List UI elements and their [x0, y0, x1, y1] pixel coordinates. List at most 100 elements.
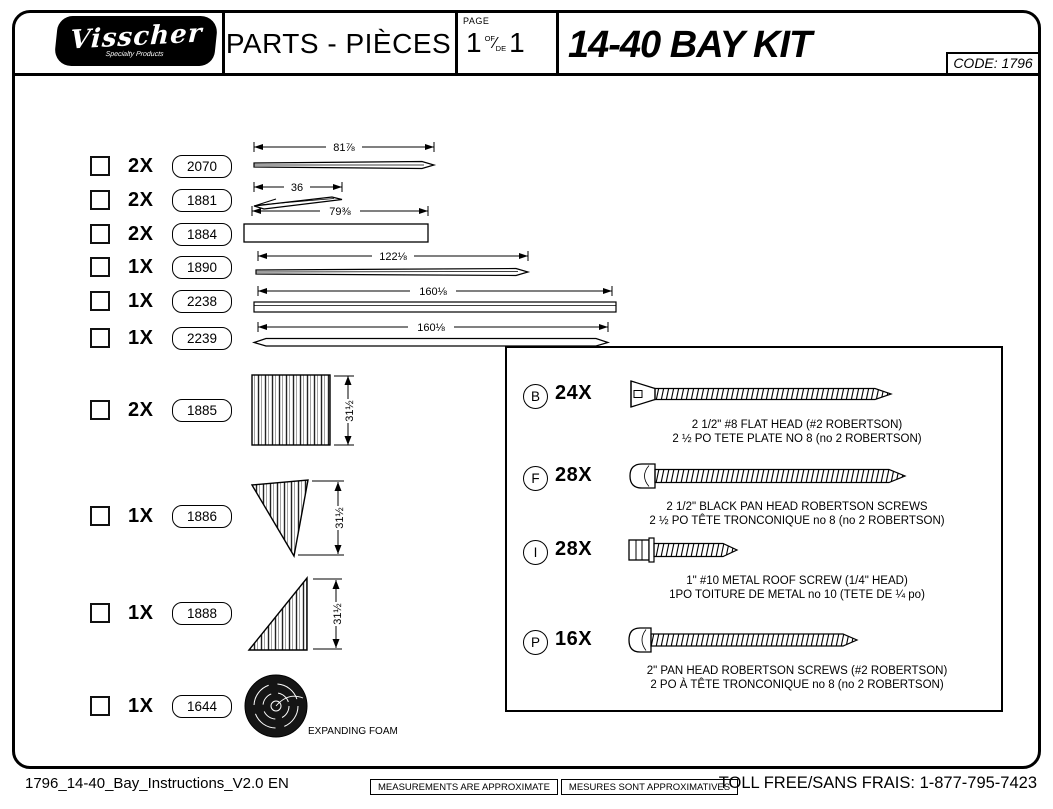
hardware-row-p: P 16X 2" PAN HEAD ROBERTSON SCREWS (#2 R… [507, 620, 1001, 720]
dim-label: 160⅛ [419, 286, 447, 298]
part-qty: 1X [128, 326, 154, 349]
document-id: 1796_14-40_Bay_Instructions_V2.0 [25, 775, 264, 792]
part-qty: 1X [128, 504, 154, 527]
hardware-letter-badge: F [523, 466, 548, 491]
part-checkbox[interactable] [90, 603, 110, 623]
part-drawing-1886: 31½ [250, 479, 346, 558]
part-row-2239: 1X 2239 [90, 326, 232, 350]
part-qty: 1X [128, 289, 154, 312]
page-de: DE [495, 43, 507, 53]
part-checkbox[interactable] [90, 400, 110, 420]
part-checkbox[interactable] [90, 506, 110, 526]
note-fr: MESURES SONT APPROXIMATIVES [560, 779, 739, 795]
hardware-desc-fr: 2 ½ PO TÊTE TRONCONIQUE no 8 (no 2 ROBER… [649, 515, 945, 527]
part-qty: 1X [128, 601, 154, 624]
part-row-1884: 2X 1884 [90, 222, 232, 246]
measurement-notes: MEASUREMENTS ARE APPROXIMATE MESURES SON… [370, 779, 739, 795]
hardware-desc: 1" #10 METAL ROOF SCREW (1/4" HEAD) 1PO … [607, 574, 987, 602]
part-row-1888: 1X 1888 [90, 601, 232, 625]
note-en: MEASUREMENTS ARE APPROXIMATE [370, 779, 558, 795]
section-title: PARTS - PIÈCES [225, 28, 452, 59]
part-code-badge: 2238 [172, 289, 232, 313]
part-drawing-1881: 36 [253, 182, 343, 210]
part-row-1890: 1X 1890 [90, 255, 232, 279]
part-code-badge: 1888 [172, 601, 232, 625]
page-border [12, 10, 1041, 769]
part-checkbox[interactable] [90, 156, 110, 176]
screw-pan-head-icon [629, 463, 907, 489]
hardware-desc-fr: 2 PO À TÊTE TRONCONIQUE no 8 (no 2 ROBER… [650, 679, 944, 691]
hardware-desc-en: 2 1/2" BLACK PAN HEAD ROBERTSON SCREWS [666, 501, 928, 513]
toll-free-number: TOLL FREE/SANS FRAIS: 1-877-795-7423 [718, 774, 1037, 792]
foam-label: EXPANDING FOAM [308, 726, 398, 737]
hardware-qty: 28X [555, 464, 593, 486]
dim-label: 122⅛ [379, 251, 407, 263]
part-checkbox[interactable] [90, 696, 110, 716]
hardware-qty: 28X [555, 538, 593, 560]
part-code-badge: 1881 [172, 188, 232, 212]
dim-label: 36 [291, 182, 303, 194]
hardware-desc-fr: 1PO TOITURE DE METAL no 10 (TETE DE ¼ po… [669, 589, 925, 601]
part-checkbox[interactable] [90, 328, 110, 348]
part-drawing-1644: EXPANDING FOAM [244, 674, 398, 738]
hardware-desc-en: 2 1/2" #8 FLAT HEAD (#2 ROBERTSON) [691, 419, 903, 431]
page-current: 1 [466, 27, 482, 58]
dim-label: 31½ [344, 400, 356, 421]
dim-label: 160⅛ [417, 322, 445, 334]
part-checkbox[interactable] [90, 291, 110, 311]
part-row-1881: 2X 1881 [90, 188, 232, 212]
dim-label: 81⅞ [333, 142, 355, 154]
hardware-qty: 16X [555, 628, 593, 650]
part-checkbox[interactable] [90, 190, 110, 210]
logo-wordmark: Visscher [69, 18, 204, 56]
hardware-box: B 24X 2 1/2" #8 FLAT HEAD (#2 ROBERTSON)… [505, 346, 1003, 712]
part-drawing-2070: 81⅞ [253, 142, 437, 170]
screw-hex-head-icon [628, 537, 739, 563]
part-qty: 2X [128, 222, 154, 245]
part-qty: 1X [128, 255, 154, 278]
hardware-desc: 2 1/2" BLACK PAN HEAD ROBERTSON SCREWS 2… [607, 500, 987, 528]
hardware-desc-fr: 2 ½ PO TETE PLATE NO 8 (no 2 ROBERTSON) [672, 433, 922, 445]
part-row-1644: 1X 1644 [90, 694, 232, 718]
hardware-qty: 24X [555, 382, 593, 404]
part-row-2238: 1X 2238 [90, 289, 232, 313]
part-qty: 1X [128, 694, 154, 717]
hardware-desc-en: 2" PAN HEAD ROBERTSON SCREWS (#2 ROBERTS… [646, 665, 948, 677]
visscher-logo: Visscher Specialty Products [53, 16, 219, 66]
screw-flat-head-icon [630, 380, 893, 408]
page-indicator: PAGE 1 OF⁄DE 1 [458, 13, 554, 73]
part-code-badge: 2070 [172, 154, 232, 178]
hardware-row-i: I 28X 1" #10 METAL ROOF SCREW (1/4" HEAD… [507, 530, 1001, 630]
language-label: EN [268, 775, 289, 792]
hardware-row-f: F 28X 2 1/2" BLACK PAN HEAD ROBERTSON SC… [507, 456, 1001, 556]
kit-code-badge: CODE: 1796 [946, 52, 1040, 75]
part-drawing-2238: 160⅛ [253, 286, 617, 313]
part-drawing-2239: 160⅛ [251, 322, 611, 347]
page-of: OF [484, 33, 495, 43]
dim-label: 31½ [332, 603, 344, 624]
part-checkbox[interactable] [90, 224, 110, 244]
hardware-desc: 2" PAN HEAD ROBERTSON SCREWS (#2 ROBERTS… [607, 664, 987, 692]
part-drawing-1884: 79⅜ [243, 206, 429, 243]
hardware-desc: 2 1/2" #8 FLAT HEAD (#2 ROBERTSON) 2 ½ P… [607, 418, 987, 446]
part-qty: 2X [128, 398, 154, 421]
header-separator-3 [556, 10, 559, 76]
page-of-de: OF⁄DE [485, 34, 507, 53]
page-slash: ⁄ [494, 34, 497, 52]
page-value: 1 OF⁄DE 1 [466, 27, 525, 59]
part-code-badge: 1890 [172, 255, 232, 279]
part-code-badge: 2239 [172, 326, 232, 350]
part-code-badge: 1886 [172, 504, 232, 528]
hardware-row-b: B 24X 2 1/2" #8 FLAT HEAD (#2 ROBERTSON)… [507, 374, 1001, 474]
kit-title: 14-40 BAY KIT [568, 24, 812, 66]
part-drawing-1888: 31½ [247, 576, 344, 651]
header-separator-1 [222, 10, 225, 76]
hardware-letter-badge: P [523, 630, 548, 655]
header-separator-2 [455, 10, 458, 76]
dim-label: 31½ [334, 507, 346, 528]
part-checkbox[interactable] [90, 257, 110, 277]
hardware-letter-badge: B [523, 384, 548, 409]
page-label: PAGE [463, 16, 490, 26]
part-row-1886: 1X 1886 [90, 504, 232, 528]
